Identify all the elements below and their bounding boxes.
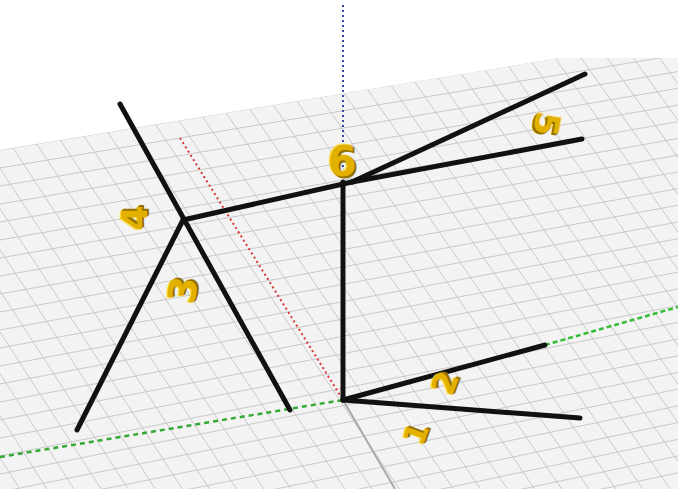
grid-line xyxy=(0,0,128,489)
frame-members xyxy=(77,74,585,430)
grid-line xyxy=(0,122,678,240)
member-4 xyxy=(120,104,290,410)
callout-number: 4 xyxy=(117,205,153,230)
y-axis xyxy=(545,307,678,345)
member-6 xyxy=(183,182,352,220)
grid-line xyxy=(20,0,345,489)
member-2a xyxy=(343,345,545,400)
callout-number: 5 xyxy=(528,109,566,138)
grid-line xyxy=(0,423,678,489)
grid-line xyxy=(0,239,678,366)
grid-line xyxy=(0,0,210,489)
grid-line xyxy=(254,0,589,489)
grid-line xyxy=(0,0,318,489)
grid-line xyxy=(72,0,399,489)
grid-line xyxy=(46,0,372,489)
grid-line xyxy=(332,0,670,489)
grid-line xyxy=(176,0,508,489)
grid-line xyxy=(644,0,678,489)
member-5b xyxy=(352,139,582,182)
grid-line xyxy=(0,0,264,489)
member-2b xyxy=(343,400,580,418)
grid-line xyxy=(670,0,678,489)
callout-number: 6 xyxy=(327,141,356,183)
grid-line xyxy=(0,0,74,489)
grid-line xyxy=(618,0,678,489)
grid-line xyxy=(592,0,678,489)
vertical-member xyxy=(341,182,346,400)
grid-line xyxy=(98,0,426,489)
grid-line xyxy=(0,0,237,489)
grid-line xyxy=(0,322,678,456)
grid-line xyxy=(0,205,678,330)
grid-line xyxy=(0,0,20,489)
grid-line xyxy=(0,189,678,312)
axis-below xyxy=(343,400,395,489)
grid-line xyxy=(0,306,678,438)
grid-line xyxy=(228,0,562,489)
member-5a xyxy=(352,74,585,182)
member-3 xyxy=(77,220,183,430)
grid-line xyxy=(0,38,678,150)
grid-line xyxy=(0,439,678,489)
grid-line xyxy=(0,0,182,489)
grid-line xyxy=(0,456,678,489)
